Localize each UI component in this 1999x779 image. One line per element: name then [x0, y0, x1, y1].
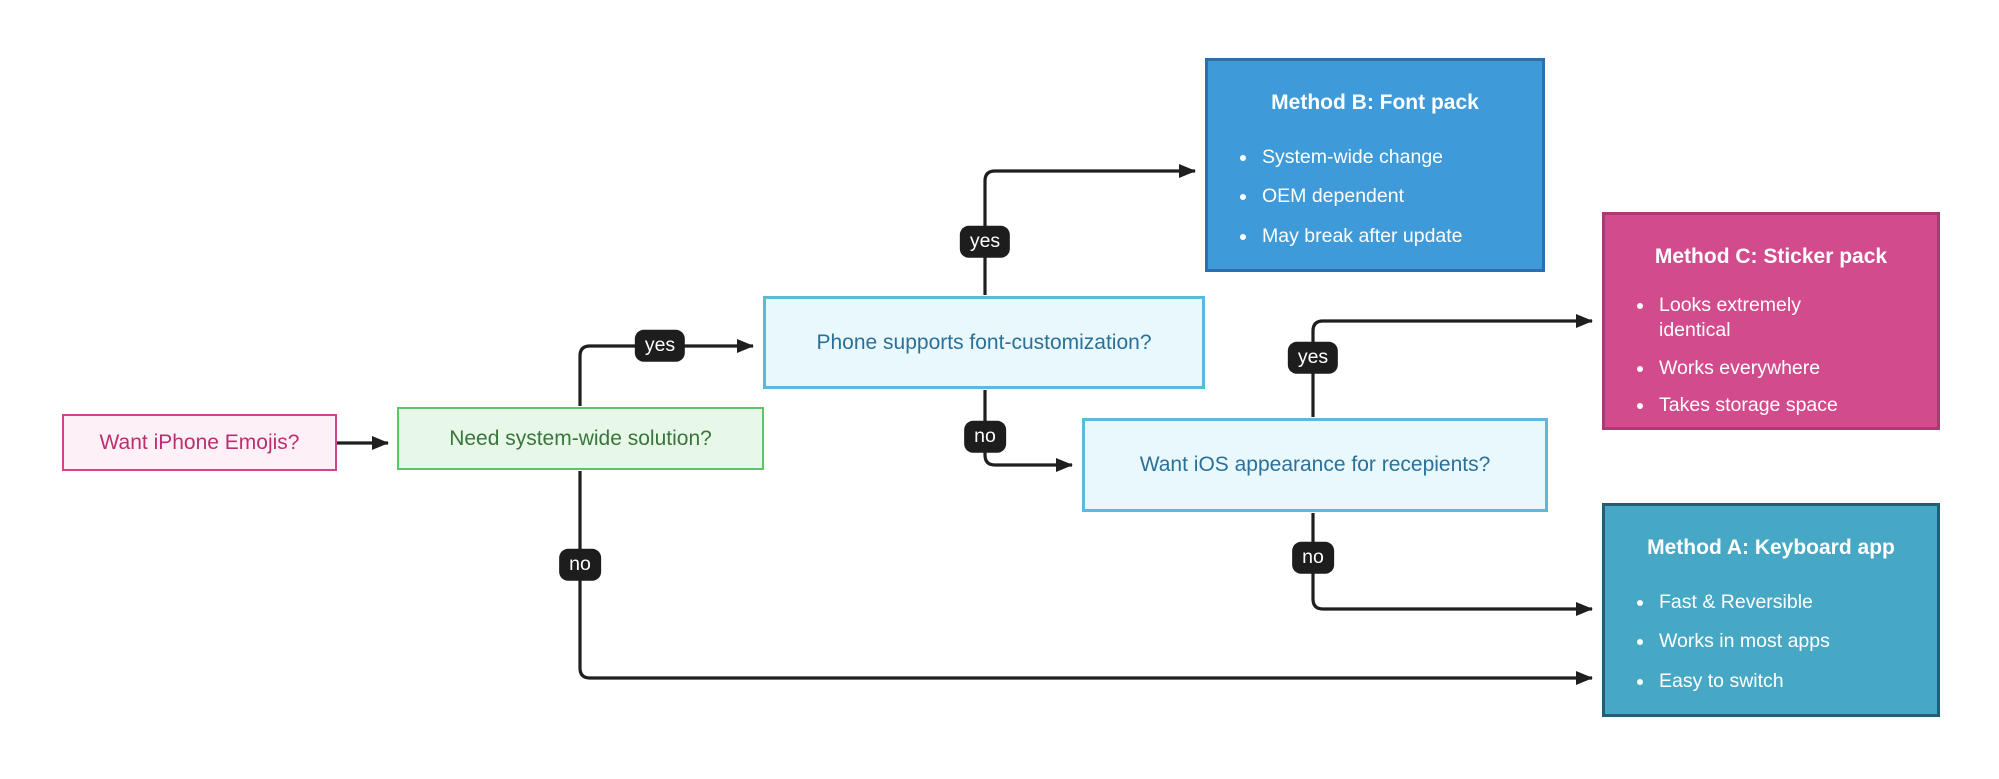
method-a-bullet-list: Fast & Reversible Works in most apps Eas…: [1629, 590, 1913, 694]
method-c-bullet: Works everywhere: [1655, 356, 1913, 381]
node-phone-supports-font-customization: Phone supports font-customization?: [763, 296, 1205, 389]
method-c-bullet: Takes storage space: [1655, 393, 1913, 418]
node-want-iphone-emojis: Want iPhone Emojis?: [62, 414, 337, 471]
edge-ios-yes: [1311, 314, 1593, 417]
method-b-bullet-list: System-wide change OEM dependent May bre…: [1232, 145, 1518, 249]
method-c-title: Method C: Sticker pack: [1654, 245, 1888, 268]
method-c-bullet: Looks extremely identical: [1655, 293, 1864, 344]
edge-label-ios-no: no: [1292, 541, 1334, 575]
node-want-iphone-emojis-label: Want iPhone Emojis?: [99, 430, 300, 454]
node-want-ios-appearance: Want iOS appearance for recepients?: [1082, 418, 1548, 512]
method-a-bullet: Fast & Reversible: [1655, 590, 1913, 615]
method-b-bullet: OEM dependent: [1258, 184, 1518, 209]
edge-label-font-no: no: [964, 420, 1006, 454]
edge-system-yes: [578, 339, 754, 406]
method-a-bullet: Easy to switch: [1655, 669, 1913, 694]
method-b-bullet: System-wide change: [1258, 145, 1518, 170]
node-need-system-wide-solution-label: Need system-wide solution?: [449, 426, 712, 450]
node-method-b-font-pack: Method B: Font pack System-wide change O…: [1205, 58, 1545, 272]
edge-ios-no: [1311, 513, 1593, 616]
node-want-ios-appearance-label: Want iOS appearance for recepients?: [1139, 453, 1491, 477]
method-a-bullet: Works in most apps: [1655, 629, 1913, 654]
edge-label-ios-yes: yes: [1287, 341, 1339, 375]
edge-system-no: [578, 471, 1593, 685]
edge-font-no: [983, 390, 1073, 472]
edge-label-font-yes: yes: [959, 225, 1011, 259]
edge-label-system-no: no: [559, 548, 601, 582]
node-method-c-sticker-pack: Method C: Sticker pack Looks extremely i…: [1602, 212, 1940, 430]
edge-font-yes: [983, 164, 1196, 295]
node-need-system-wide-solution: Need system-wide solution?: [397, 407, 764, 470]
node-phone-supports-font-customization-label: Phone supports font-customization?: [816, 330, 1152, 354]
edge-label-system-yes: yes: [634, 329, 686, 363]
method-b-title: Method B: Font pack: [1271, 91, 1479, 114]
method-b-bullet: May break after update: [1258, 224, 1518, 249]
method-c-bullet-list: Looks extremely identical Works everywhe…: [1629, 293, 1913, 418]
method-a-title: Method A: Keyboard app: [1647, 536, 1895, 559]
node-method-a-keyboard-app: Method A: Keyboard app Fast & Reversible…: [1602, 503, 1940, 717]
